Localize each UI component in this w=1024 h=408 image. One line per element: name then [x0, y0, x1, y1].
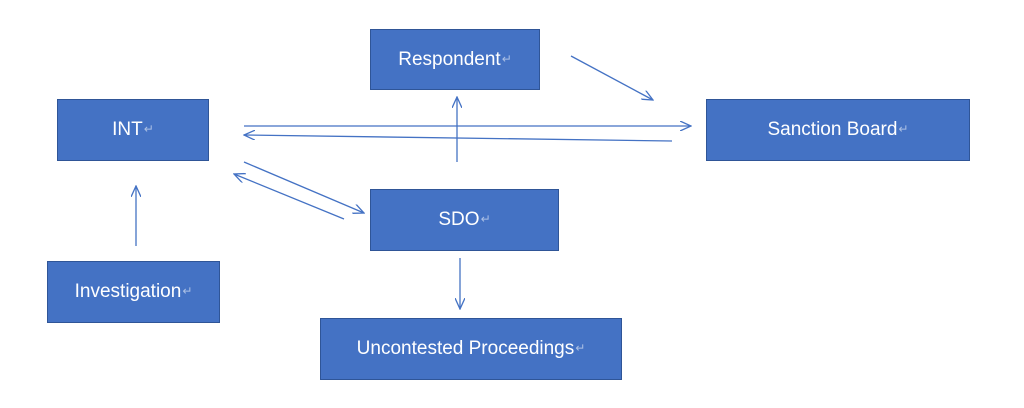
- return-mark: ↵: [898, 122, 909, 136]
- respondent-label: Respondent: [398, 48, 501, 70]
- sdo-label: SDO: [438, 209, 480, 230]
- uncontested-proceedings-box: Uncontested Proceedings↵: [320, 318, 622, 380]
- investigation-box: Investigation↵: [47, 261, 220, 323]
- return-mark: ↵: [182, 284, 193, 298]
- respondent-box: Respondent↵: [370, 29, 540, 90]
- sanction-board-label: Sanction Board: [767, 119, 898, 140]
- arrow-sdo-to-int: [234, 174, 345, 220]
- investigation-label: Investigation: [74, 281, 182, 302]
- return-mark: ↵: [575, 341, 586, 355]
- int-label: INT: [112, 119, 143, 140]
- int-box: INT↵: [57, 99, 209, 161]
- uncontested-proceedings-label: Uncontested Proceedings: [356, 338, 575, 359]
- sdo-box: SDO↵: [370, 189, 559, 251]
- arrow-int-to-sdo: [243, 161, 364, 213]
- sanction-board-box: Sanction Board↵: [706, 99, 970, 161]
- return-mark: ↵: [501, 51, 512, 66]
- arrow-sanction-board-to-int: [244, 135, 673, 142]
- return-mark: ↵: [143, 122, 154, 136]
- arrow-respondent-to-sanction-board: [570, 55, 653, 100]
- return-mark: ↵: [480, 212, 491, 226]
